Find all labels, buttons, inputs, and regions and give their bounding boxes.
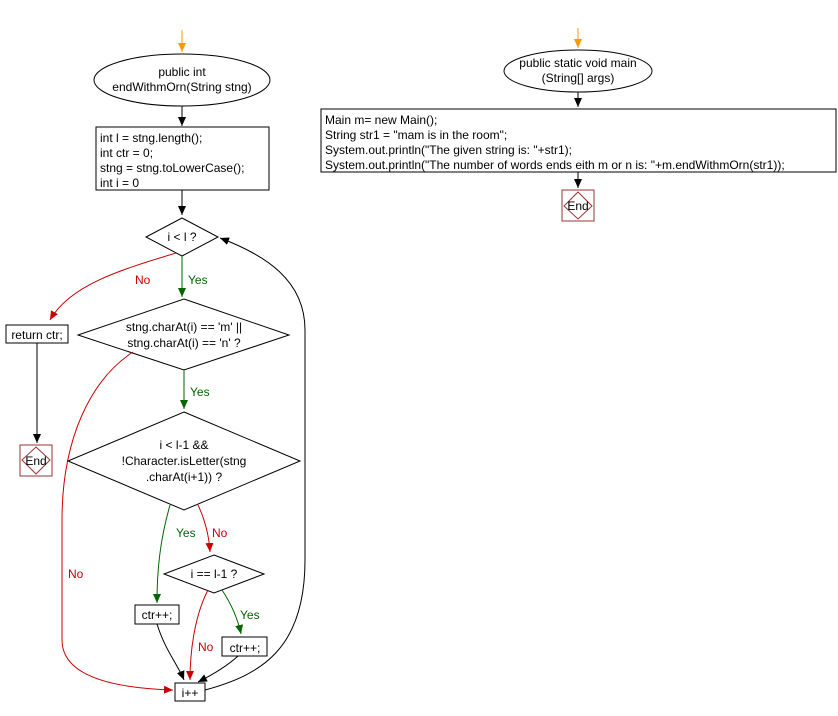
label-last-yes: Yes	[240, 608, 260, 622]
loop-condition-text: i < l ?	[167, 230, 196, 244]
init-process-box: int l = stng.length(); int ctr = 0; stng…	[95, 126, 270, 191]
letter-cond-line-1: i < l-1 &&	[159, 438, 208, 452]
label-loop-no: No	[135, 273, 151, 287]
edge-loop-back	[204, 237, 306, 691]
label-last-no: No	[198, 640, 214, 654]
edge-loop-no	[49, 252, 177, 321]
init-line-4: int i = 0	[100, 176, 139, 190]
char-cond-line-1: stng.charAt(i) == 'm' ||	[126, 320, 242, 334]
edge-letter-no	[197, 504, 214, 553]
letter-cond-line-2: !Character.isLetter(stng	[122, 454, 247, 468]
end-node-left: End	[19, 444, 53, 477]
increment-i-box: i++	[174, 682, 206, 702]
label-letter-yes: Yes	[176, 526, 196, 540]
last-cond-text: i == l-1 ?	[191, 567, 238, 581]
label-char-no: No	[68, 567, 84, 581]
edge-ctr-a-to-incr	[156, 623, 185, 681]
edge-char-no	[61, 351, 174, 694]
incr-text: i++	[182, 686, 199, 700]
char-cond-line-2: stng.charAt(i) == 'n' ?	[127, 336, 241, 350]
loop-condition-decision: i < l ?	[144, 217, 220, 257]
ctr-a-text: ctr++;	[142, 608, 173, 622]
main-start-line-2: (String[] args)	[542, 71, 615, 85]
start-node-main: public static void main (String[] args)	[503, 49, 653, 93]
main-body-line-1: Main m= new Main();	[325, 113, 437, 127]
main-body-line-4: System.out.println("The number of words …	[325, 158, 785, 172]
label-char-yes: Yes	[190, 385, 210, 399]
edge-letter-yes	[153, 504, 171, 604]
label-loop-yes: Yes	[188, 273, 208, 287]
ctr-increment-box-b: ctr++;	[221, 636, 268, 657]
ctr-b-text: ctr++;	[230, 641, 261, 655]
main-body-line-3: System.out.println("The given string is:…	[325, 143, 572, 157]
init-line-1: int l = stng.length();	[100, 131, 202, 145]
main-body-process-box: Main m= new Main(); String str1 = "mam i…	[320, 108, 837, 173]
end-left-text: End	[25, 454, 46, 468]
return-text: return ctr;	[11, 328, 62, 342]
ctr-increment-box-a: ctr++;	[134, 604, 180, 625]
end-node-right: End	[561, 189, 595, 222]
letter-condition-decision: i < l-1 && !Character.isLetter(stng .cha…	[66, 411, 302, 511]
last-index-decision: i == l-1 ?	[162, 554, 266, 594]
edge-last-no	[186, 589, 209, 681]
main-body-line-2: String str1 = "mam is in the room";	[325, 128, 507, 142]
init-line-2: int ctr = 0;	[100, 146, 153, 160]
char-condition-decision: stng.charAt(i) == 'm' || stng.charAt(i) …	[76, 298, 291, 371]
end-right-text: End	[567, 199, 588, 213]
letter-cond-line-3: .charAt(i+1)) ?	[146, 470, 223, 484]
start-node-endwithmorn: public int endWithmOrn(String stng)	[93, 53, 271, 107]
edge-ctr-b-to-incr	[197, 655, 239, 683]
start-line-2: endWithmOrn(String stng)	[112, 80, 251, 94]
init-line-3: stng = stng.toLowerCase();	[100, 161, 244, 175]
label-letter-no: No	[212, 526, 228, 540]
main-start-line-1: public static void main	[519, 56, 636, 70]
return-process-box: return ctr;	[5, 324, 69, 344]
edge-last-yes	[221, 589, 244, 635]
start-line-1: public int	[158, 65, 206, 79]
